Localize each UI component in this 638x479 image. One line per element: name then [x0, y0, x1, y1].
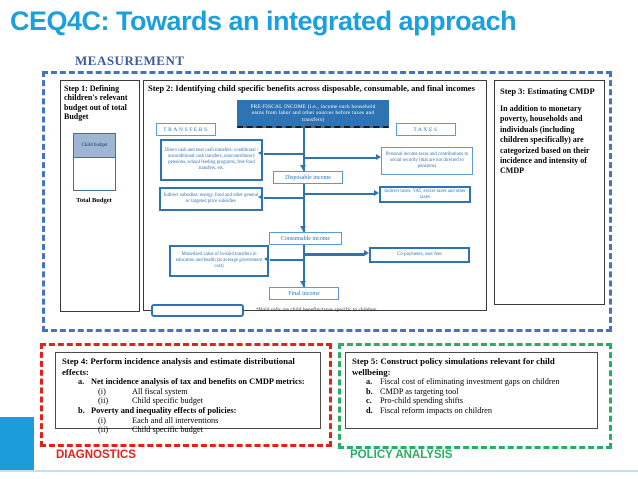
- step3-body: In addition to monetary poverty, househo…: [500, 104, 590, 176]
- arrow-left-icon: [264, 256, 269, 262]
- item-label: c.: [366, 396, 372, 406]
- step4-title: Step 4: Perform incidence analysis and e…: [62, 356, 295, 377]
- step4-item-a-i: (i) All fiscal system: [62, 387, 314, 397]
- step5-item-c: c. Pro-child spending shifts: [352, 396, 591, 406]
- item-label: (ii): [98, 396, 109, 406]
- arrow-left-icon: [258, 194, 263, 200]
- total-budget-box: Child budget: [73, 133, 116, 191]
- slide-accent-bar: [0, 417, 34, 470]
- prefiscal-income-box: PRE-FISCAL INCOME (i.e., income each hou…: [237, 100, 389, 128]
- item-text: Poverty and inequality effects of polici…: [91, 405, 237, 415]
- item-text: Net incidence analysis of tax and benefi…: [91, 377, 305, 387]
- indirect-subsidies-box: Indirect subsidies: energy, food and oth…: [159, 187, 263, 211]
- arrow-right-icon: [374, 190, 379, 196]
- taxes-label-box: TAXES: [396, 123, 456, 136]
- item-label: (ii): [98, 425, 109, 435]
- connector-line: [305, 253, 364, 256]
- arrow-right-icon: [376, 154, 381, 160]
- item-text: Each and all interventions: [132, 415, 219, 425]
- page-title: CEQ4C: Towards an integrated approach: [10, 6, 517, 36]
- legend-sample-box: [151, 304, 244, 317]
- step2-panel: Step 2: Identifying child specific benef…: [143, 80, 487, 317]
- arrow-down-icon: [300, 165, 306, 170]
- step1-panel: Step 1: Defining children's relevant bud…: [60, 80, 140, 312]
- flow-vertical-line: [303, 128, 305, 287]
- indirect-taxes-box: Indirect taxes: VAT, excise taxes and ot…: [379, 186, 471, 203]
- total-budget-label: Total Budget: [76, 197, 112, 204]
- item-text: Pro-child spending shifts: [380, 396, 463, 406]
- step4-item-a-ii: (ii) Child specific budget: [62, 396, 314, 406]
- step5-item-d: d. Fiscal reform impacts on children: [352, 406, 591, 416]
- slide-bottom-rule: [0, 470, 638, 472]
- connector-line: [270, 259, 304, 261]
- item-label: d.: [366, 405, 373, 415]
- policy-dashed-frame: [338, 343, 612, 449]
- item-label: (i): [98, 415, 106, 425]
- arrow-left-icon: [258, 150, 263, 156]
- step2-note: *Bold cells are child benefits/taxes spe…: [256, 307, 377, 313]
- item-text: Child specific budget: [132, 396, 203, 406]
- diagnostics-dashed-frame: [40, 343, 332, 447]
- step5-item-b: b. CMDP as targeting tool: [352, 387, 591, 397]
- item-text: Fiscal cost of eliminating investment ga…: [380, 377, 560, 387]
- connector-line: [305, 157, 376, 159]
- item-label: (i): [98, 386, 106, 396]
- measurement-dashed-frame: [42, 71, 612, 332]
- step4-item-b-ii: (ii) Child specific budget: [62, 425, 314, 435]
- child-budget-box: Child budget: [74, 134, 115, 158]
- step1-title: Step 1: Defining children's relevant bud…: [64, 84, 128, 122]
- item-label: a.: [366, 377, 373, 387]
- step5-title: Step 5: Construct policy simulations rel…: [352, 356, 555, 377]
- step5-item-a: a. Fiscal cost of eliminating investment…: [352, 377, 591, 387]
- transfers-label-box: TRANSFERS: [156, 123, 216, 136]
- consumable-income-node: Consumable income: [269, 232, 342, 245]
- arrow-down-icon: [300, 281, 306, 286]
- item-label: b.: [366, 386, 373, 396]
- step3-title: Step 3: Estimating CMDP: [500, 86, 595, 96]
- diagnostics-label: DIAGNOSTICS: [56, 449, 136, 461]
- item-text: All fiscal system: [132, 386, 188, 396]
- disposable-income-node: Disposable income: [273, 171, 343, 184]
- connector-line: [264, 197, 304, 199]
- item-text: Fiscal reform impacts on children: [380, 405, 492, 415]
- step4-item-a: a. Net incidence analysis of tax and ben…: [62, 377, 314, 387]
- connector-line: [264, 153, 304, 155]
- item-label: a.: [78, 377, 85, 387]
- step5-panel: Step 5: Construct policy simulations rel…: [345, 352, 598, 429]
- step4-panel: Step 4: Perform incidence analysis and e…: [55, 352, 321, 434]
- item-text: CMDP as targeting tool: [380, 386, 459, 396]
- item-text: Child specific budget: [132, 425, 203, 435]
- connector-line: [305, 193, 374, 195]
- measurement-section-label: MEASUREMENT: [75, 53, 185, 68]
- arrow-down-icon: [300, 226, 306, 231]
- policy-analysis-label: POLICY ANALYSIS: [350, 449, 453, 461]
- final-income-node: Final income: [269, 287, 339, 300]
- step4-item-b: b. Poverty and inequality effects of pol…: [62, 406, 314, 416]
- personal-taxes-box: Personal income taxes and contributions …: [381, 147, 473, 175]
- step4-item-b-i: (i) Each and all interventions: [62, 416, 314, 426]
- direct-transfers-box: Direct cash and near cash transfers: con…: [160, 139, 263, 181]
- step2-title: Step 2: Identifying child specific benef…: [148, 83, 475, 93]
- arrow-right-icon: [364, 250, 369, 256]
- inkind-transfers-box: Monetized value of in-kind transfers in …: [169, 245, 269, 277]
- item-label: b.: [78, 405, 85, 415]
- step3-panel: Step 3: Estimating CMDP In addition to m…: [494, 80, 605, 305]
- copayments-box: Co-payments, user fees: [369, 247, 470, 263]
